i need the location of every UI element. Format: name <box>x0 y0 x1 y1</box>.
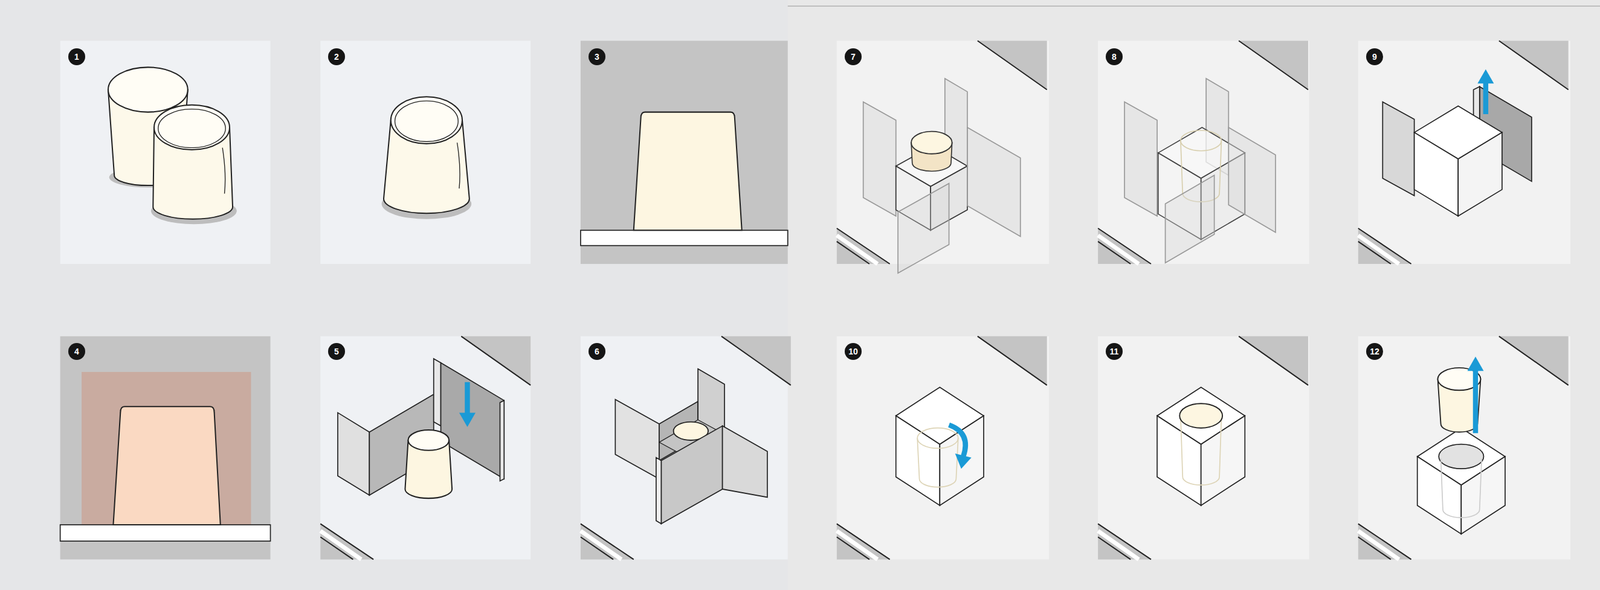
callout-number: 3 <box>588 48 606 66</box>
callout-number: 4 <box>68 343 86 361</box>
callout-number: 7 <box>844 48 862 66</box>
callout-number: 8 <box>1105 48 1123 66</box>
callout-number: 9 <box>1366 48 1384 66</box>
callout-number: 11 <box>1105 343 1123 361</box>
callout-number: 10 <box>844 343 862 361</box>
callout-number: 2 <box>328 48 346 66</box>
callout-number: 1 <box>68 48 86 66</box>
callout-number: 6 <box>588 343 606 361</box>
callout-number: 12 <box>1366 343 1384 361</box>
callout-number: 5 <box>328 343 346 361</box>
